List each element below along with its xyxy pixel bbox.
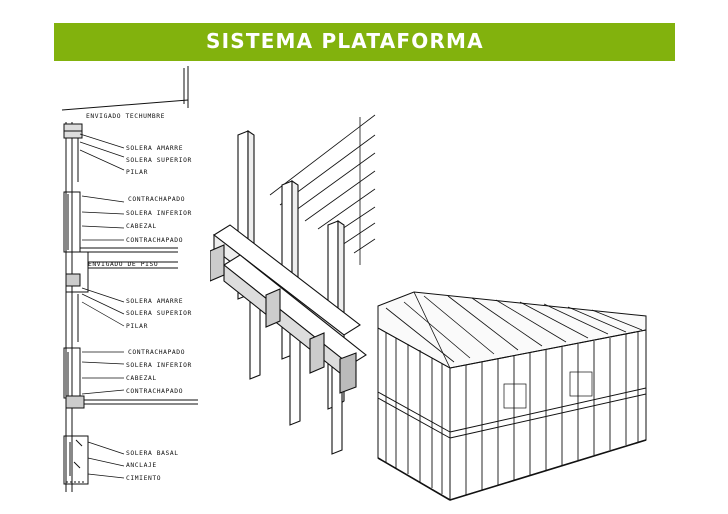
page-title: SISTEMA PLATAFORMA [206,29,484,53]
label-solera-superior-2: SOLERA SUPERIOR [126,310,192,317]
label-solera-inferior-1: SOLERA INFERIOR [126,210,192,217]
label-envigado-de-piso: ENVIGADO DE PISO [88,261,158,268]
label-envigado-techumbre: ENVIGADO TECHUMBRE [86,113,165,120]
title-bar: SISTEMA PLATAFORMA [54,23,675,61]
label-contrachapado-2: CONTRACHAPADO [126,237,183,244]
label-solera-basal: SOLERA BASAL [126,450,179,457]
label-pilar-1: PILAR [126,169,148,176]
label-contrachapado-4: CONTRACHAPADO [126,388,183,395]
label-contrachapado-1: CONTRACHAPADO [128,196,185,203]
label-solera-superior-1: SOLERA SUPERIOR [126,157,192,164]
label-solera-amarre-1: SOLERA AMARRE [126,145,183,152]
section-labels: ENVIGADO TECHUMBRE SOLERA AMARRE SOLERA … [86,113,192,482]
platform-joint-detail [210,114,376,455]
wall-section-diagram [61,66,198,492]
label-cabezal-1: CABEZAL [126,223,157,230]
framed-house-perspective [377,291,647,501]
label-cabezal-2: CABEZAL [126,375,157,382]
label-cimiento: CIMIENTO [126,475,161,482]
label-solera-inferior-2: SOLERA INFERIOR [126,362,192,369]
label-anclaje: ANCLAJE [126,462,157,469]
label-contrachapado-3: CONTRACHAPADO [128,349,185,356]
label-pilar-2: PILAR [126,323,148,330]
label-solera-amarre-2: SOLERA AMARRE [126,298,183,305]
